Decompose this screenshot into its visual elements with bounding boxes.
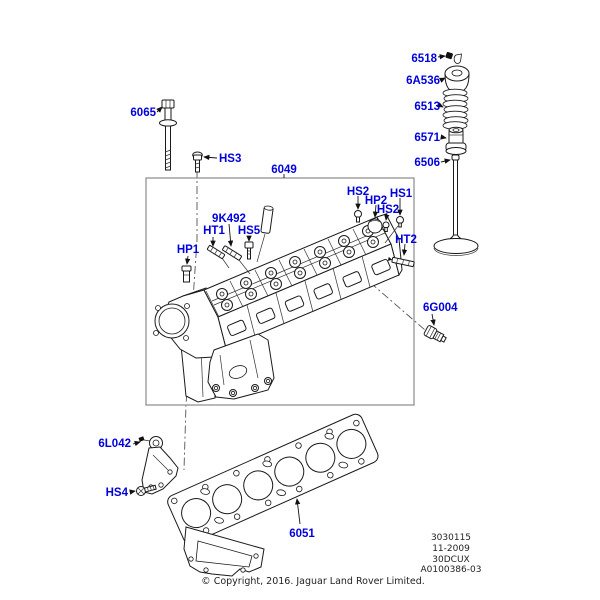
bolt-hs4-drawing[interactable] [136, 484, 157, 496]
callout-6051[interactable]: 6051 [289, 528, 315, 540]
callout-6049[interactable]: 6049 [271, 164, 297, 176]
ht1-install-line [221, 257, 230, 269]
bolt-hs1-drawing[interactable] [396, 216, 404, 228]
callout-hp1[interactable]: HP1 [177, 244, 200, 256]
callout-6518[interactable]: 6518 [411, 53, 437, 65]
leader-lines [129, 54, 451, 525]
stem-seal-6571-drawing[interactable] [445, 126, 467, 155]
stud-9k492-drawing[interactable] [222, 245, 242, 261]
ref-code-2: 11-2009 [432, 544, 470, 554]
9k492-install-line [238, 259, 251, 275]
head-gasket-6051-drawing[interactable] [165, 412, 380, 577]
spring-cap-6a536-drawing[interactable] [444, 65, 470, 93]
callout-6506[interactable]: 6506 [414, 157, 440, 169]
head-bolt-6065-drawing[interactable] [159, 99, 177, 171]
callout-6513[interactable]: 6513 [414, 101, 440, 113]
hs1-install-line [384, 225, 399, 244]
callout-hs5[interactable]: HS5 [238, 225, 261, 237]
collet-6518-drawing[interactable] [445, 51, 462, 64]
cup-plug-hp2-drawing[interactable] [367, 218, 383, 234]
ref-code-3: 30DCUX [432, 555, 469, 565]
assembly-group-box [145, 177, 415, 406]
ref-code-1: 3030115 [431, 533, 471, 543]
valve-spring-6513-drawing[interactable] [442, 88, 469, 130]
callout-6g004[interactable]: 6G004 [423, 302, 458, 314]
callout-ht2[interactable]: HT2 [395, 234, 417, 246]
stud-ht1-drawing[interactable] [206, 244, 226, 260]
screw-hs3-drawing[interactable] [192, 151, 203, 173]
bolt-hs5-drawing[interactable] [244, 241, 254, 260]
ref-code-4: A0100386-03 [421, 565, 482, 575]
centerlines [183, 170, 426, 471]
callout-hs4[interactable]: HS4 [106, 487, 129, 499]
valve-6506-drawing[interactable] [433, 154, 479, 256]
callout-ht1[interactable]: HT1 [203, 225, 225, 237]
callout-hp2[interactable]: HP2 [365, 195, 387, 207]
callout-6065[interactable]: 6065 [130, 107, 156, 119]
cylinder-head-drawing[interactable] [153, 213, 403, 403]
sensor-6g004-drawing[interactable] [423, 325, 447, 345]
callout-6a536[interactable]: 6A536 [406, 75, 440, 87]
dowel-drawing [260, 205, 274, 234]
bolt-hs2a-drawing[interactable] [354, 210, 362, 223]
callout-hs2-a[interactable]: HS2 [347, 186, 369, 198]
callout-hs3[interactable]: HS3 [219, 153, 241, 165]
callout-hs2-b[interactable]: HS2 [377, 204, 399, 216]
copyright-text: © Copyright, 2016. Jaguar Land Rover Lim… [201, 576, 425, 587]
plug-hs2b-drawing[interactable] [382, 221, 390, 232]
dowel-install-line [256, 233, 266, 263]
callout-6l042[interactable]: 6L042 [98, 438, 131, 450]
callout-9k492[interactable]: 9K492 [212, 213, 246, 225]
callout-hs1[interactable]: HS1 [390, 188, 413, 200]
plug-hp1-drawing[interactable] [181, 265, 192, 283]
bracket-6l042-drawing[interactable] [138, 436, 179, 495]
callout-6571[interactable]: 6571 [414, 132, 440, 144]
stud-ht2-drawing[interactable] [387, 256, 415, 268]
